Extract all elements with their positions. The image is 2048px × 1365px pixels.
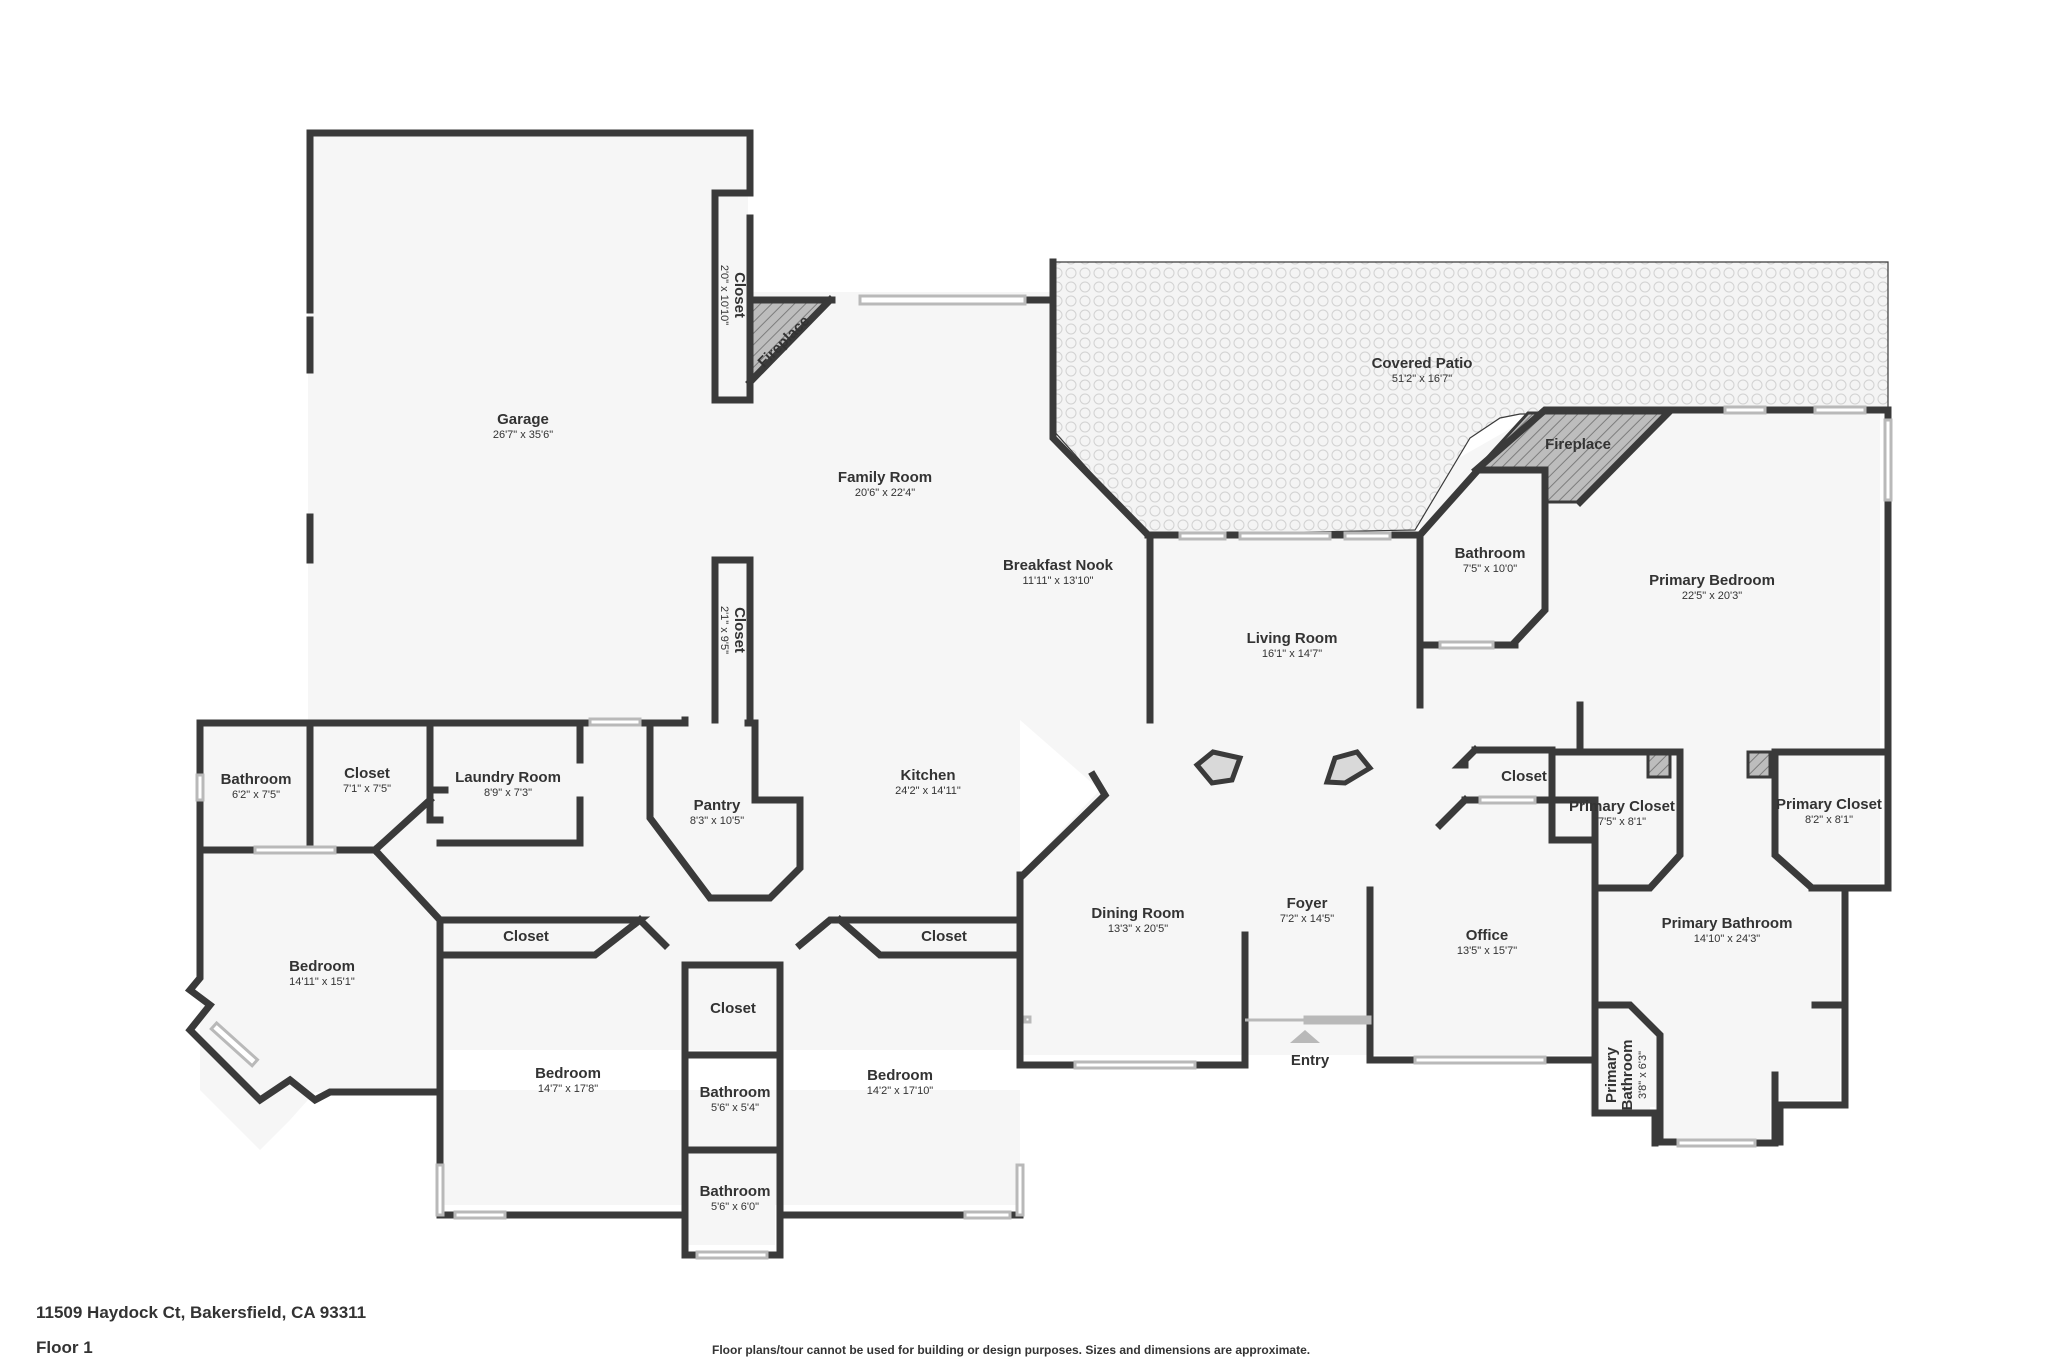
bathroom-hall-1-label: Bathroom — [700, 1084, 771, 1101]
bathroom-central-dim: 7'5" x 10'0" — [1463, 563, 1517, 575]
primary-bathroom-small-label-1: Primary — [1603, 1046, 1620, 1103]
closet-garage-1-label: Closet — [731, 272, 748, 318]
bathroom-central-label: Bathroom — [1455, 545, 1526, 562]
room-labels: Garage 26'7" x 35'6" Closet 2'0" x 10'10… — [221, 265, 1882, 1213]
bathroom-west-dim: 6'2" x 7'5" — [232, 789, 280, 801]
primary-closet-2-hatch — [1746, 750, 1772, 779]
primary-closet-1-dim: 7'5" x 8'1" — [1598, 816, 1646, 828]
primary-bedroom-label: Primary Bedroom — [1649, 572, 1775, 589]
closet-west-dim: 7'1" x 7'5" — [343, 783, 391, 795]
closet-garage-1-dim: 2'0" x 10'10" — [718, 265, 730, 325]
dining-room-dim: 13'3" x 20'5" — [1108, 923, 1168, 935]
pantry-dim: 8'3" x 10'5" — [690, 815, 744, 827]
property-address: 11509 Haydock Ct, Bakersfield, CA 93311 — [36, 1303, 367, 1322]
primary-closet-2-dim: 8'2" x 8'1" — [1805, 814, 1853, 826]
living-room-dim: 16'1" x 14'7" — [1262, 648, 1322, 660]
closet-bed3-label: Closet — [921, 928, 967, 945]
bedroom-2-dim: 14'7" x 17'8" — [538, 1083, 598, 1095]
breakfast-nook-label: Breakfast Nook — [1003, 557, 1114, 574]
bedroom-3-dim: 14'2" x 17'10" — [867, 1085, 934, 1097]
floor-label: Floor 1 — [36, 1338, 93, 1357]
laundry-room-label: Laundry Room — [455, 769, 561, 786]
living-room-columns — [1193, 749, 1374, 786]
disclaimer-text: Floor plans/tour cannot be used for buil… — [712, 1343, 1311, 1357]
garage-label: Garage — [497, 411, 549, 428]
entry-label: Entry — [1291, 1052, 1330, 1069]
bedroom-3-label: Bedroom — [867, 1067, 933, 1084]
closet-west-label: Closet — [344, 765, 390, 782]
foyer-dim: 7'2" x 14'5" — [1280, 913, 1334, 925]
closet-bed2-label: Closet — [503, 928, 549, 945]
breakfast-nook-dim: 11'11" x 13'10" — [1023, 575, 1094, 587]
windows — [195, 294, 1893, 1260]
office-dim: 13'5" x 15'7" — [1457, 945, 1517, 957]
bathroom-west-label: Bathroom — [221, 771, 292, 788]
kitchen-dim: 24'2" x 14'11" — [895, 785, 961, 797]
entry-arrow-icon — [1290, 1030, 1320, 1043]
kitchen-label: Kitchen — [900, 767, 955, 784]
family-room-label: Family Room — [838, 469, 932, 486]
closet-garage-2-label: Closet — [731, 607, 748, 653]
primary-bathroom-label: Primary Bathroom — [1662, 915, 1793, 932]
primary-bathroom-dim: 14'10" x 24'3" — [1694, 933, 1761, 945]
floor-fill — [200, 133, 1880, 1245]
office-label: Office — [1466, 927, 1509, 944]
bathroom-hall-1-dim: 5'6" x 5'4" — [711, 1102, 759, 1114]
primary-closet-2-label: Primary Closet — [1776, 796, 1882, 813]
bathroom-hall-2-label: Bathroom — [700, 1183, 771, 1200]
pantry-label: Pantry — [694, 797, 741, 814]
garage-dim: 26'7" x 35'6" — [493, 429, 553, 441]
primary-closet-1-label: Primary Closet — [1569, 798, 1675, 815]
fireplace-primary-label: Fireplace — [1545, 436, 1611, 453]
primary-bathroom-small-dim: 3'8" x 6'3" — [1637, 1051, 1649, 1099]
dining-room-label: Dining Room — [1091, 905, 1184, 922]
closet-foyer-label: Closet — [1501, 768, 1547, 785]
bedroom-west-label: Bedroom — [289, 958, 355, 975]
foyer-label: Foyer — [1287, 895, 1328, 912]
primary-bedroom-dim: 22'5" x 20'3" — [1682, 590, 1742, 602]
covered-patio-label: Covered Patio — [1372, 355, 1473, 372]
family-room-dim: 20'6" x 22'4" — [855, 487, 915, 499]
laundry-room-dim: 8'9" x 7'3" — [484, 787, 532, 799]
covered-patio-dim: 51'2" x 16'7" — [1392, 373, 1452, 385]
bedroom-2-label: Bedroom — [535, 1065, 601, 1082]
bathroom-hall-2-dim: 5'6" x 6'0" — [711, 1201, 759, 1213]
closet-garage-2-dim: 2'1" x 9'5" — [718, 606, 730, 654]
primary-bathroom-small-label-2: Bathroom — [1619, 1040, 1636, 1111]
closet-hall-label: Closet — [710, 1000, 756, 1017]
living-room-label: Living Room — [1247, 630, 1338, 647]
primary-closet-1-hatch — [1646, 750, 1672, 779]
bedroom-west-dim: 14'11" x 15'1" — [289, 976, 355, 988]
